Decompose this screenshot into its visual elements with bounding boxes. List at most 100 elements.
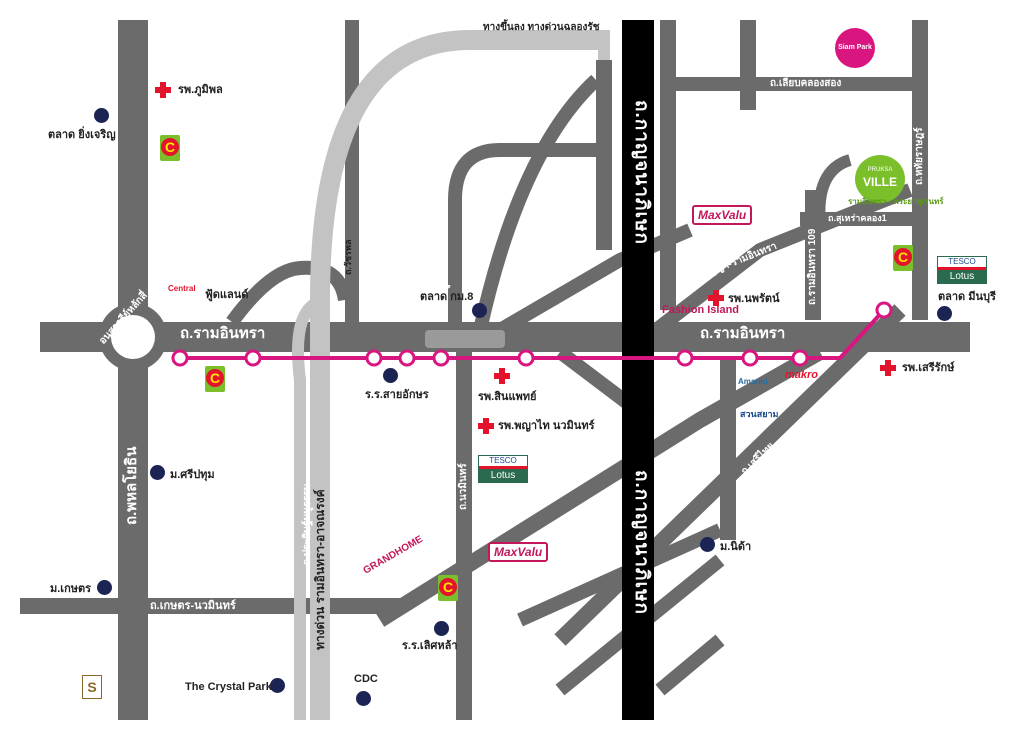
lotus-label: Lotus: [479, 469, 527, 482]
road-label-wacharaphon: ถ.วัชรพล: [343, 239, 353, 275]
road-liap-khlong-song: [660, 77, 928, 91]
marker-icon: [97, 580, 112, 595]
marker-icon: [94, 108, 109, 123]
road-label-kanchana-west: ถ.กาญจนาภิเษก: [631, 470, 652, 615]
hospital-icon: [478, 418, 494, 434]
marker-icon: [150, 465, 165, 480]
maxvalu-logo: MaxValu: [692, 205, 753, 225]
marker-icon: [434, 621, 449, 636]
station-6: [517, 349, 535, 367]
seasons-logo-icon: S: [82, 675, 102, 699]
tesco-lotus-logo: TESCO Lotus: [478, 455, 528, 483]
place-foodland: ฟู้ดแลนด์: [205, 289, 249, 301]
place-serirak: รพ.เสรีรักษ์: [902, 362, 955, 374]
station-8: [741, 349, 759, 367]
road-label-expressway-ramp: ทางขึ้นลง ทางด่วนฉลองรัช: [483, 22, 600, 33]
road-soi-east1: [660, 20, 676, 310]
station-7: [676, 349, 694, 367]
pala-ville-small: PRUKSA: [867, 167, 893, 173]
road-label-nawamin: ถ.นวมินทร์: [458, 463, 469, 510]
road-serithai: [554, 304, 906, 646]
underpass: [425, 330, 505, 348]
road-soi-ram65: [596, 60, 612, 250]
road-label-liap-khlong-song: ถ.เลียบคลองสอง: [770, 78, 842, 89]
road-expressway: [310, 30, 605, 720]
place-kasetsart: ม.เกษตร: [50, 583, 92, 595]
hospital-icon: [494, 368, 510, 384]
marker-icon: [356, 691, 371, 706]
place-sripatum: ม.ศรีปทุม: [170, 469, 215, 481]
road-label-expressway: ทางด่วน รามอินทรา-อาจณรงค์: [313, 489, 327, 650]
road-label-kaset-nawamin: ถ.เกษตร-นวมินทร์: [150, 600, 236, 612]
place-nida: ม.นิด้า: [720, 541, 752, 553]
place-sinphat: รพ.สินแพทย์: [478, 391, 537, 403]
road-diag-e: [655, 634, 725, 696]
station-5: [432, 349, 450, 367]
fashion-island-logo: Fashion Island: [662, 304, 740, 316]
road-khubon: [448, 143, 596, 330]
road-label-ram109: ถ.รามอินทรา 109: [807, 228, 818, 305]
road-diag-b: [517, 523, 723, 627]
hospital-icon: [708, 290, 724, 306]
road-curve-north: [473, 74, 601, 332]
road-kanchanaphisek: [622, 20, 654, 720]
lotus-label: Lotus: [938, 270, 986, 283]
place-cdc: CDC: [354, 673, 378, 685]
station-1: [171, 349, 189, 367]
marker-icon: [270, 678, 285, 693]
bigc-logo-icon: [438, 575, 458, 601]
road-nawamin: [456, 345, 472, 720]
road-hathairat: [912, 20, 928, 320]
place-bhumibol: รพ.ภูมิพล: [178, 84, 223, 96]
road-label-phahon-yothin: ถ.พหลโยธิน: [123, 446, 140, 525]
station-2: [244, 349, 262, 367]
road-expressway-ramp: [292, 294, 331, 720]
place-lertla: ร.ร.เลิศหล้า: [402, 640, 458, 652]
pala-ville-title: VILLE: [862, 175, 897, 189]
place-yingcharoen: ตลาด ยิ่งเจริญ: [48, 129, 116, 141]
central-logo: Central: [168, 284, 196, 293]
road-label-ram-inthra-west: ถ.รามอินทรา: [180, 325, 266, 342]
siam-park-logo: Siam Park: [835, 28, 875, 68]
marker-icon: [937, 306, 952, 321]
road-label-ram-inthra-east: ถ.รามอินทรา: [700, 325, 786, 342]
tesco-label: TESCO: [479, 456, 527, 469]
road-sinakarin: [375, 345, 824, 627]
road-diag-a: [496, 223, 693, 337]
station-10: [875, 301, 893, 319]
place-km8: ตลาด กม.8: [420, 291, 474, 303]
rail-stations: [171, 301, 893, 367]
road-expressway-end: [598, 30, 610, 60]
amarin-logo: Amarini: [738, 377, 768, 386]
place-phyathai: รพ.พญาไท นวมินทร์: [498, 420, 595, 432]
marker-icon: [383, 368, 398, 383]
road-label-suea-yai: ถ.สุเหร่าคลอง1: [828, 213, 887, 223]
road-loop: [226, 260, 352, 327]
road-soi-east2: [720, 360, 736, 540]
suansiam-logo: สวนสยาม: [740, 409, 779, 419]
road-label-pradit: ถ.ประดิษฐ์มนูธรรม: [302, 483, 313, 565]
road-panya: [625, 183, 913, 356]
roundabout-center: [111, 315, 155, 359]
station-9: [791, 349, 809, 367]
road-pala: [813, 154, 853, 226]
bigc-logo-icon: [205, 366, 225, 392]
maxvalu-logo: MaxValu: [488, 542, 549, 562]
pala-ville-sub: รามอินทรา - พระยาสุเรนทร์: [848, 197, 944, 206]
pala-ville-logo: PRUKSA VILLE: [855, 155, 905, 203]
hospital-icon: [155, 82, 171, 98]
place-sai-aksorn: ร.ร.สายอักษร: [365, 389, 429, 401]
road-soi-north: [740, 20, 756, 110]
place-nopparat: รพ.นพรัตน์: [728, 293, 780, 305]
place-minburi: ตลาด มีนบุรี: [938, 291, 996, 303]
road-label-kanchana-east: ถ.กาญจนาภิเษก: [631, 100, 652, 245]
marker-icon: [700, 537, 715, 552]
road-label-hathairat: ถ.หทัยราษฎร์: [914, 127, 925, 185]
marker-icon: [472, 303, 487, 318]
bigc-logo-icon: [160, 135, 180, 161]
station-3: [365, 349, 383, 367]
station-4: [398, 349, 416, 367]
bigc-logo-icon: [893, 245, 913, 271]
seasons-mark: S: [87, 679, 97, 695]
